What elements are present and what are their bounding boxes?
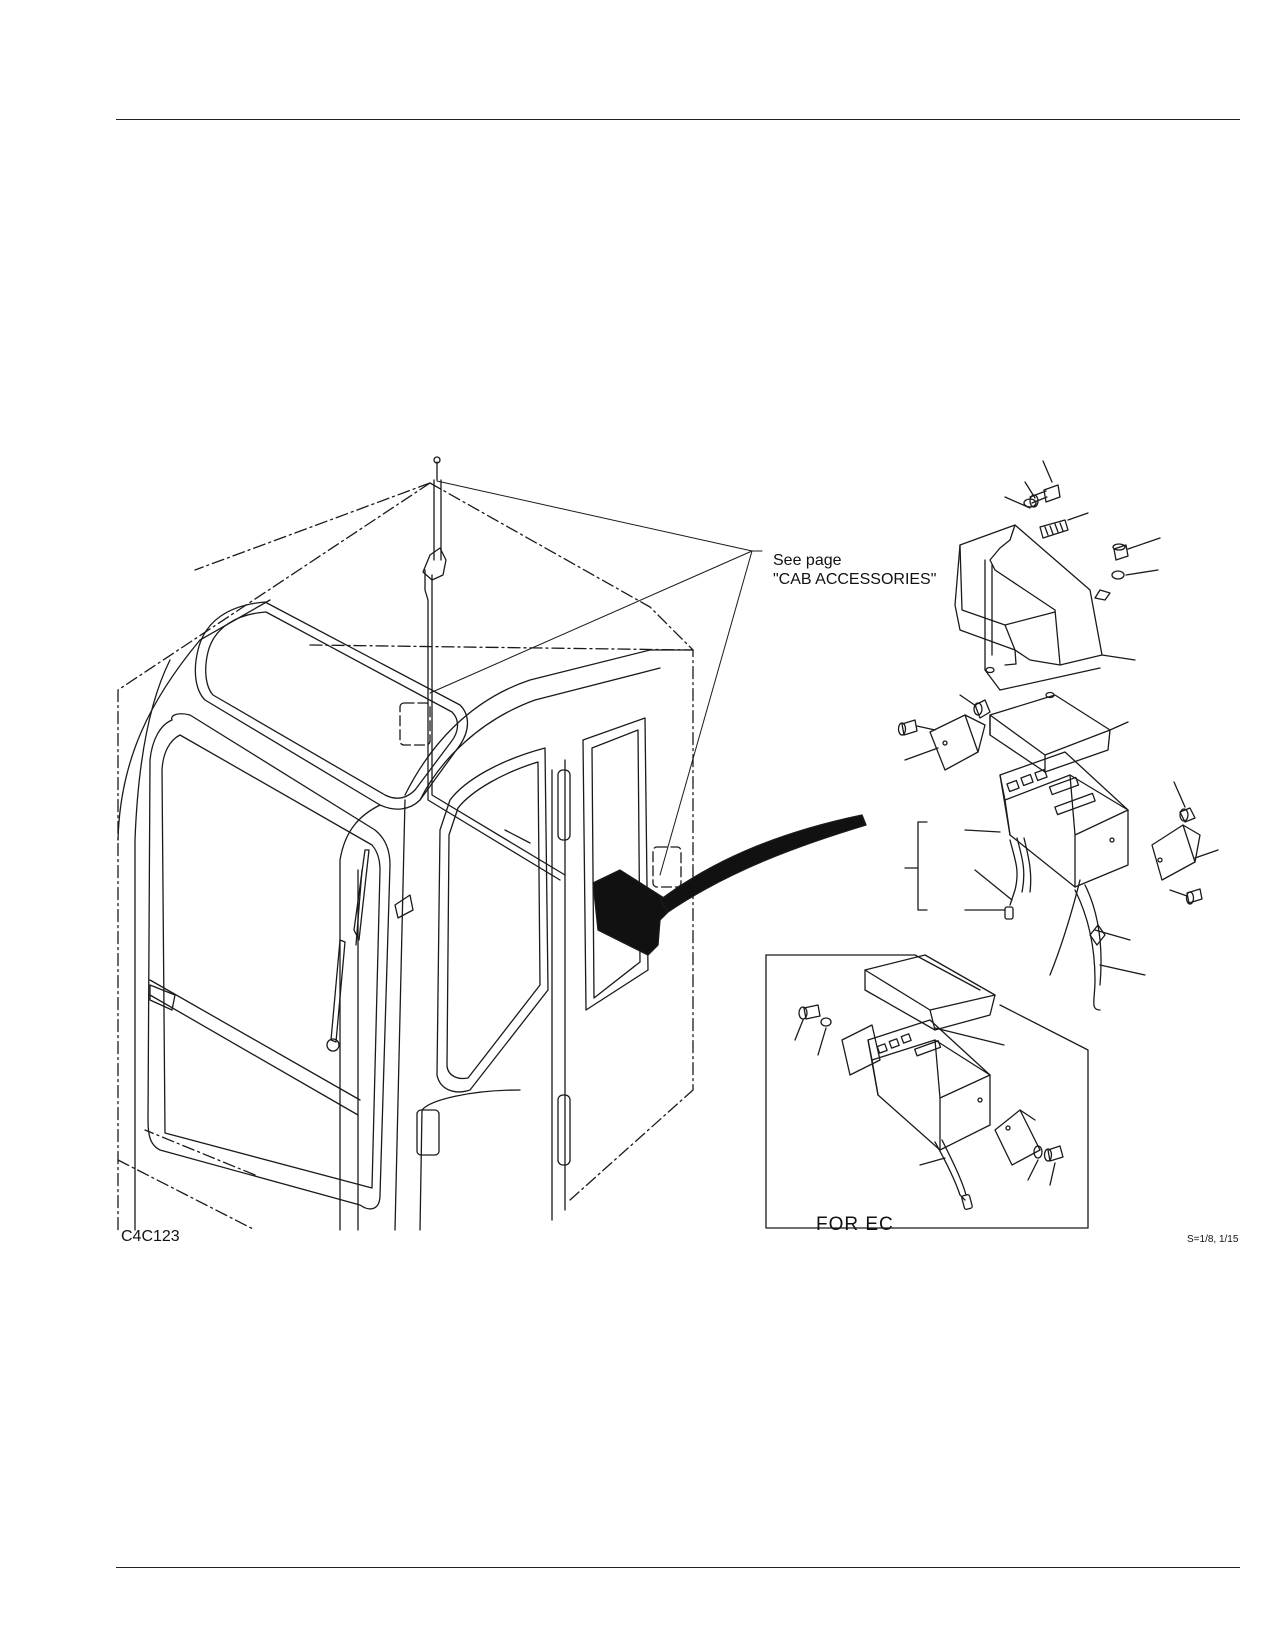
for-ec-inset (765, 954, 1089, 1229)
inset-label: FOR EC (816, 1214, 894, 1235)
header-rule (116, 119, 1240, 120)
reference-note-line1: See page (773, 552, 842, 569)
radio-callout (659, 814, 867, 913)
radio-silhouette (592, 869, 676, 956)
figure-code: C4C123 (121, 1228, 180, 1245)
door-window (436, 747, 549, 1093)
cab-frame (117, 599, 694, 1231)
front-window (147, 713, 391, 1210)
footer-rule (116, 1567, 1240, 1568)
cab-outline (117, 482, 694, 1231)
scale-label: S=1/8, 1/15 (1187, 1234, 1239, 1245)
exploded-assembly (897, 460, 1219, 1011)
antenna (422, 456, 566, 881)
reference-note-line2: "CAB ACCESSORIES" (773, 571, 937, 588)
reference-leaders (429, 480, 763, 876)
roof-window (194, 601, 469, 810)
wiper (326, 849, 370, 1052)
